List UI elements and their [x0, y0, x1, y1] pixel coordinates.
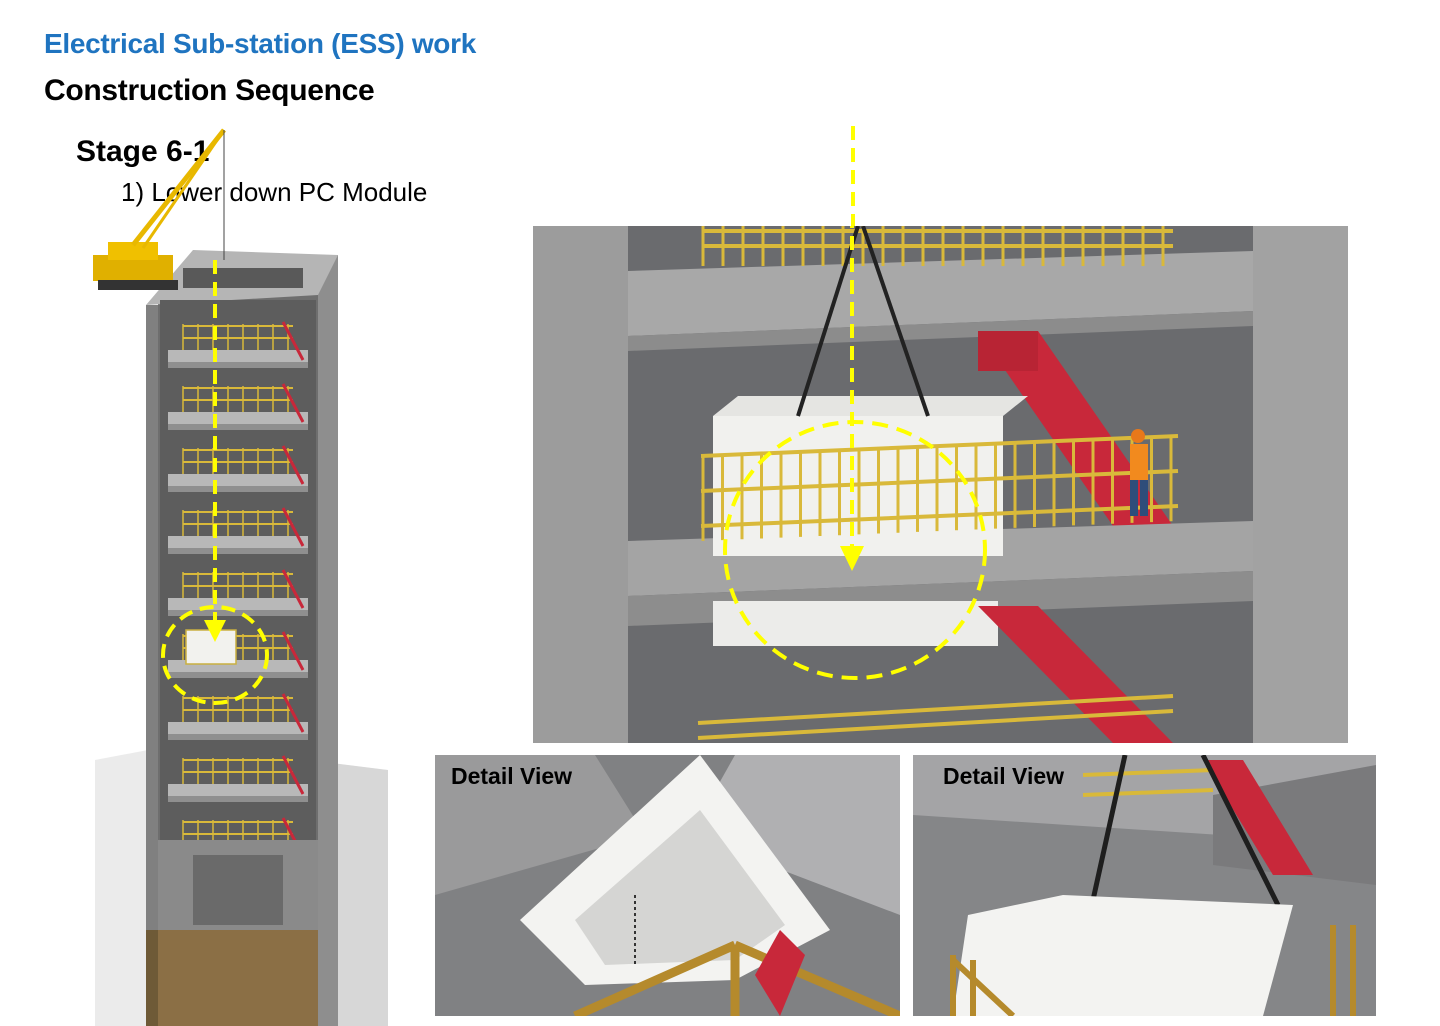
crane-icon [93, 128, 226, 290]
detail-view-right: Detail View [913, 755, 1376, 1016]
detail-view-label-left: Detail View [451, 763, 573, 789]
detail-view-label-right: Detail View [943, 763, 1065, 789]
worker-figure [1130, 429, 1148, 516]
lift-arrow-top [851, 126, 855, 226]
detail-view-left: Detail View [435, 755, 900, 1016]
document-title: Electrical Sub-station (ESS) work [44, 28, 476, 59]
main-lift-view [533, 226, 1348, 743]
shaft-overview-illustration [88, 120, 398, 1026]
document-subtitle: Construction Sequence [44, 74, 375, 107]
stage-label: Stage 6-1 [76, 135, 210, 168]
